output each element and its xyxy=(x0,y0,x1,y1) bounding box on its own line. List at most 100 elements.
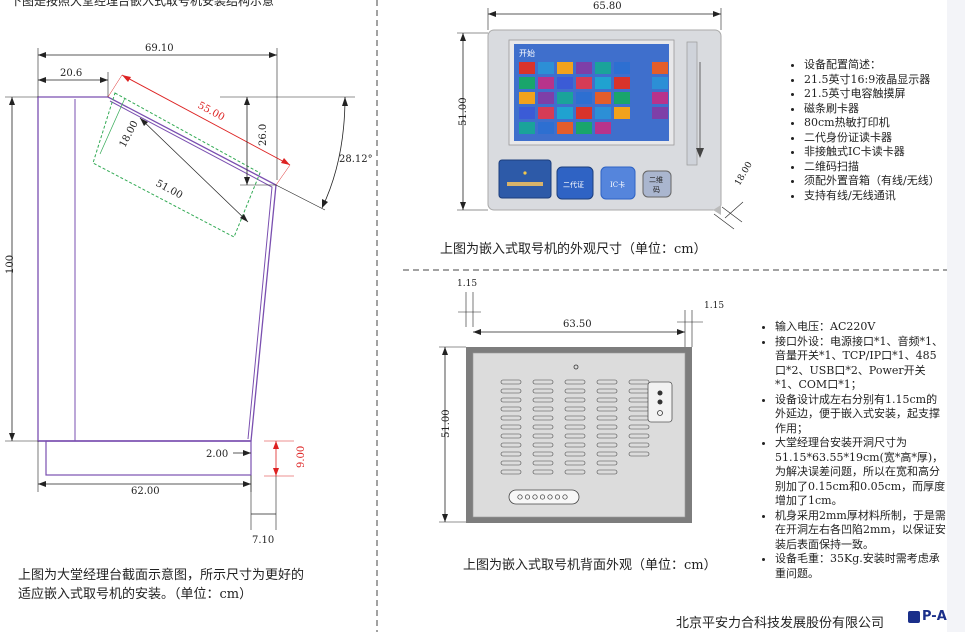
vent-slot xyxy=(564,442,586,448)
dim-back-right-margin: 1.15 xyxy=(704,301,724,311)
dim-front-depth: 18.00 xyxy=(733,160,755,188)
dim-slant-length: 55.00 xyxy=(196,100,226,123)
vent-slot xyxy=(500,415,522,421)
cross-section-caption: 上图为大堂经理台截面示意图，所示尺寸为更好的适应嵌入式取号机的安装。（单位：cm… xyxy=(18,568,305,602)
vent-slot xyxy=(500,388,522,394)
vent-slot xyxy=(500,397,522,403)
id-card-label: 二代证 xyxy=(563,180,584,189)
port-hole xyxy=(539,494,546,500)
screen-tile[interactable] xyxy=(614,62,630,74)
dim-total-height: 100 xyxy=(5,255,16,274)
vent-slot xyxy=(564,388,586,394)
dim-foot-step: 9.00 xyxy=(296,446,307,468)
back-view-caption: 上图为嵌入式取号机背面外观（单位：cm） xyxy=(463,558,717,573)
printer-slot xyxy=(498,159,552,199)
dim-back-height: 51.00 xyxy=(441,409,452,438)
qr-scanner[interactable] xyxy=(642,170,672,198)
vent-slot xyxy=(564,460,586,466)
vent-slot xyxy=(628,451,650,457)
spec-item: 设备配置简述： xyxy=(804,58,952,73)
vent-slot xyxy=(500,460,522,466)
port-hole xyxy=(532,494,538,500)
screen-tile[interactable] xyxy=(595,107,611,119)
screen-tile[interactable] xyxy=(519,77,535,89)
back-panel xyxy=(472,352,686,518)
dim-back-left-margin: 1.15 xyxy=(457,279,477,289)
screen-tile[interactable] xyxy=(576,122,592,134)
screen-tile[interactable] xyxy=(614,92,630,104)
vent-slot xyxy=(532,424,554,430)
vent-slot xyxy=(628,379,650,385)
screen-tile[interactable] xyxy=(519,62,535,74)
screen-tile[interactable] xyxy=(576,62,592,74)
screen-tile[interactable] xyxy=(652,107,668,119)
vent-slot xyxy=(532,415,554,421)
screen-tile[interactable] xyxy=(652,92,668,104)
ic-card-reader[interactable] xyxy=(600,166,636,200)
vent-slot xyxy=(532,388,554,394)
ic-card-label: IC卡 xyxy=(610,180,625,189)
spec-item: 机身采用2mm厚材料所制，于是需在开洞左右各凹陷2mm，以保证安装后表面保持一致… xyxy=(775,509,947,553)
screen-tile[interactable] xyxy=(557,122,573,134)
screen-tile[interactable] xyxy=(576,77,592,89)
spec-item: 设备设计成左右分别有1.15cm的外延边，便于嵌入式安装，起支撑作用； xyxy=(775,393,947,437)
screen-tile[interactable] xyxy=(652,62,668,74)
dim-foot-height: 2.00 xyxy=(206,449,228,460)
id-card-reader[interactable] xyxy=(556,166,594,200)
screen-tile[interactable] xyxy=(595,92,611,104)
screen-tile[interactable] xyxy=(576,107,592,119)
screen-tile[interactable] xyxy=(614,77,630,89)
spec-item: 21.5英寸电容触摸屏 xyxy=(804,87,952,102)
screen-tile[interactable] xyxy=(519,92,535,104)
screen-tile[interactable] xyxy=(557,77,573,89)
screen-tile[interactable] xyxy=(519,122,535,134)
screen-tile[interactable] xyxy=(538,107,554,119)
spec-item: 支持有线/无线通讯 xyxy=(804,189,952,204)
vent-slot xyxy=(596,415,618,421)
back-screw xyxy=(573,364,579,370)
back-vents xyxy=(500,379,650,475)
screen-tile[interactable] xyxy=(595,122,611,134)
screen-tile[interactable] xyxy=(538,77,554,89)
vent-slot xyxy=(596,397,618,403)
screen-tile[interactable] xyxy=(576,92,592,104)
vent-slot xyxy=(532,451,554,457)
screen-tile[interactable] xyxy=(557,107,573,119)
screen-tile[interactable] xyxy=(595,62,611,74)
screen-tile[interactable] xyxy=(538,122,554,134)
bottom-port-strip xyxy=(508,489,580,505)
top-note: 下图是按照大堂经理台嵌入式取号机安装结构示意 xyxy=(10,0,275,8)
screen-tile[interactable] xyxy=(557,92,573,104)
vent-slot xyxy=(532,406,554,412)
screen-start-label: 开始 xyxy=(519,48,535,58)
screen-tile[interactable] xyxy=(519,107,535,119)
vent-slot xyxy=(596,451,618,457)
dim-left-offset: 20.6 xyxy=(60,68,82,79)
spec-item: 非接触式IC卡读卡器 xyxy=(804,145,952,160)
vent-slot xyxy=(596,379,618,385)
screen-tile[interactable] xyxy=(538,92,554,104)
qr-label-line1: 二维 xyxy=(649,175,663,184)
spec-item: 21.5英寸16:9液晶显示器 xyxy=(804,73,952,88)
port-hole xyxy=(554,494,561,500)
dim-recess-width: 51.00 xyxy=(154,178,184,201)
vent-slot xyxy=(596,424,618,430)
vent-slot xyxy=(500,424,522,430)
vent-slot xyxy=(564,433,586,439)
vent-slot xyxy=(564,379,586,385)
port-hole xyxy=(562,494,568,500)
vent-slot xyxy=(628,433,650,439)
dim-front-width: 65.80 xyxy=(593,1,622,12)
screen-tile[interactable] xyxy=(595,77,611,89)
vent-slot xyxy=(564,469,586,475)
screen-tile[interactable] xyxy=(614,107,630,119)
screen-tile[interactable] xyxy=(652,77,668,89)
right-scroll-gutter[interactable] xyxy=(947,0,965,632)
dim-top-width: 69.10 xyxy=(145,43,174,54)
screen-tile[interactable] xyxy=(538,62,554,74)
spec-item: 须配外置音箱（有线/无线） xyxy=(804,174,952,189)
dim-recess-depth: 18.00 xyxy=(118,119,141,149)
screen-tile[interactable] xyxy=(557,62,573,74)
dim-front-height: 51.00 xyxy=(458,97,469,126)
vent-slot xyxy=(500,469,522,475)
